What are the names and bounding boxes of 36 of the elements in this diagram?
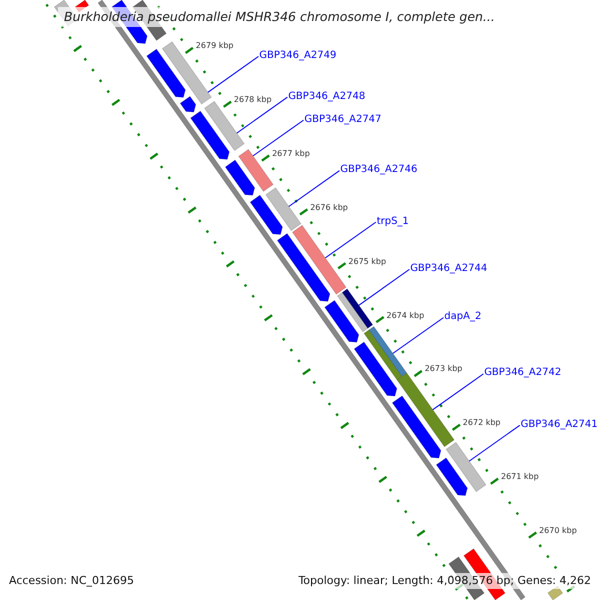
scale-label: 2678 kbp — [234, 95, 272, 104]
gene-label: GBP346_A2746 — [340, 164, 418, 176]
scale-label: 2671 kbp — [501, 472, 539, 482]
leader-line — [236, 96, 288, 134]
gene-label: GBP346_A2742 — [484, 367, 562, 380]
scale-label: 2677 kbp — [272, 148, 310, 158]
leader-line — [468, 424, 520, 462]
scale-label: 2679 kbp — [196, 41, 234, 50]
leader-line — [288, 170, 340, 207]
leader-line — [358, 268, 410, 306]
leader-line — [432, 373, 484, 410]
gene-bar — [265, 187, 302, 232]
leader-line — [252, 120, 304, 156]
gene-bar — [396, 372, 455, 448]
leader-line — [392, 317, 444, 354]
gene-label: GBP346_A2744 — [410, 262, 488, 275]
gene-bar — [292, 224, 347, 295]
gene-bar — [238, 148, 274, 192]
gene-label: GBP346_A2748 — [288, 90, 366, 103]
gene-label: trpS_1 — [376, 216, 409, 228]
scale-label: 2672 kbp — [462, 418, 500, 428]
scale-label: 2675 kbp — [348, 256, 386, 266]
gene-bar — [204, 100, 245, 152]
gene-label: GBP346_A2741 — [520, 418, 598, 431]
scale-label: 2673 kbp — [424, 364, 462, 374]
gene-label: GBP346_A2747 — [304, 114, 382, 126]
gene-bar — [446, 442, 486, 492]
scale-label: 2676 kbp — [310, 202, 348, 212]
leader-line — [207, 56, 259, 93]
scale-label: 2670 kbp — [539, 526, 577, 535]
gene-label: GBP346_A2749 — [259, 50, 336, 62]
leader-line — [324, 222, 376, 258]
gene-label: dapA_2 — [444, 311, 482, 323]
gene-bar — [368, 326, 408, 377]
gene-bar — [342, 288, 374, 329]
scale-label: 2674 kbp — [386, 310, 424, 320]
